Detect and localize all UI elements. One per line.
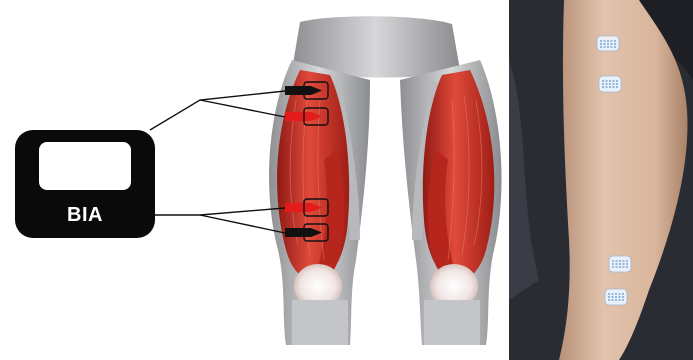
- bia-device-screen: [39, 142, 131, 190]
- left-shin: [292, 300, 348, 345]
- right-shin: [424, 300, 480, 345]
- electrode-patch-4: [605, 289, 627, 305]
- electrode-patch-1: [597, 36, 619, 51]
- bia-device-label: BIA: [15, 204, 155, 227]
- electrode-patch-2: [599, 76, 621, 92]
- electrode-patch-3: [609, 256, 631, 272]
- bia-wires: [150, 91, 285, 233]
- thigh-photo: [509, 0, 693, 360]
- thigh-photo-drawing: [509, 0, 693, 360]
- bia-device: BIA: [15, 130, 155, 238]
